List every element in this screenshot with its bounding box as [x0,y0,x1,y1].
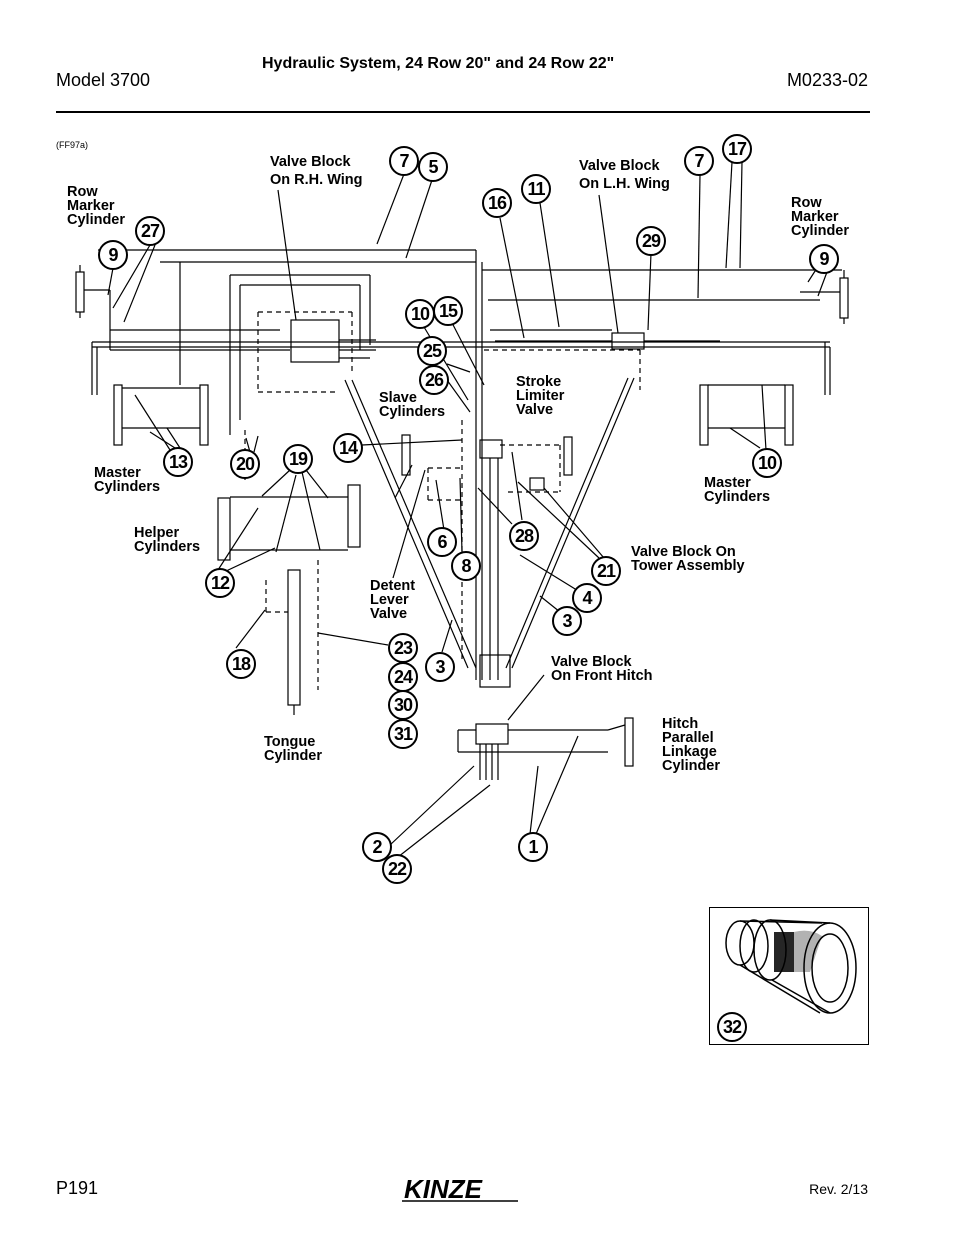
callout-27: 27 [135,216,165,246]
callout-5: 5 [418,152,448,182]
quick-coupler-illustration [725,919,857,1014]
callout-15: 15 [433,296,463,326]
figure-id: (FF97a) [56,140,89,150]
callout-14: 14 [333,433,363,463]
model-label: Model 3700 [56,70,151,90]
callout-3b: 3 [425,652,455,682]
callout-9a: 9 [98,240,128,270]
callout-10b: 10 [752,448,782,478]
callout-12: 12 [205,568,235,598]
callout-23: 23 [388,633,418,663]
callout-28: 28 [509,521,539,551]
callout-18: 18 [226,649,256,679]
logo-text: KINZE [404,1174,483,1204]
page-number: P191 [56,1178,99,1198]
callout-16: 16 [482,188,512,218]
page-title: Hydraulic System, 24 Row 20" and 24 Row … [262,55,615,72]
callout-3a: 3 [552,606,582,636]
revision: Rev. 2/13 [809,1181,868,1197]
callout-1: 1 [518,832,548,862]
kinze-logo-icon: KINZE [402,1174,518,1204]
callout-9b: 9 [809,244,839,274]
callout-11: 11 [521,174,551,204]
callout-29: 29 [636,226,666,256]
callout-4: 4 [572,583,602,613]
callout-13: 13 [163,447,193,477]
callout-2: 2 [362,832,392,862]
coupler-inset: 32 [709,907,869,1045]
callout-17: 17 [722,134,752,164]
callout-26: 26 [419,365,449,395]
callout-7a: 7 [389,146,419,176]
callout-32: 32 [717,1012,747,1042]
callout-25: 25 [417,336,447,366]
kinze-logo: KINZE [400,1174,524,1209]
callout-24: 24 [388,662,418,692]
callout-20: 20 [230,449,260,479]
header-divider [56,111,870,113]
callout-31: 31 [388,719,418,749]
callout-6: 6 [427,527,457,557]
callout-7b: 7 [684,146,714,176]
callout-10a: 10 [405,299,435,329]
callout-22: 22 [382,854,412,884]
callout-8: 8 [451,551,481,581]
document-number: M0233-02 [786,70,868,90]
callout-19: 19 [283,444,313,474]
callout-30: 30 [388,690,418,720]
callout-21: 21 [591,556,621,586]
